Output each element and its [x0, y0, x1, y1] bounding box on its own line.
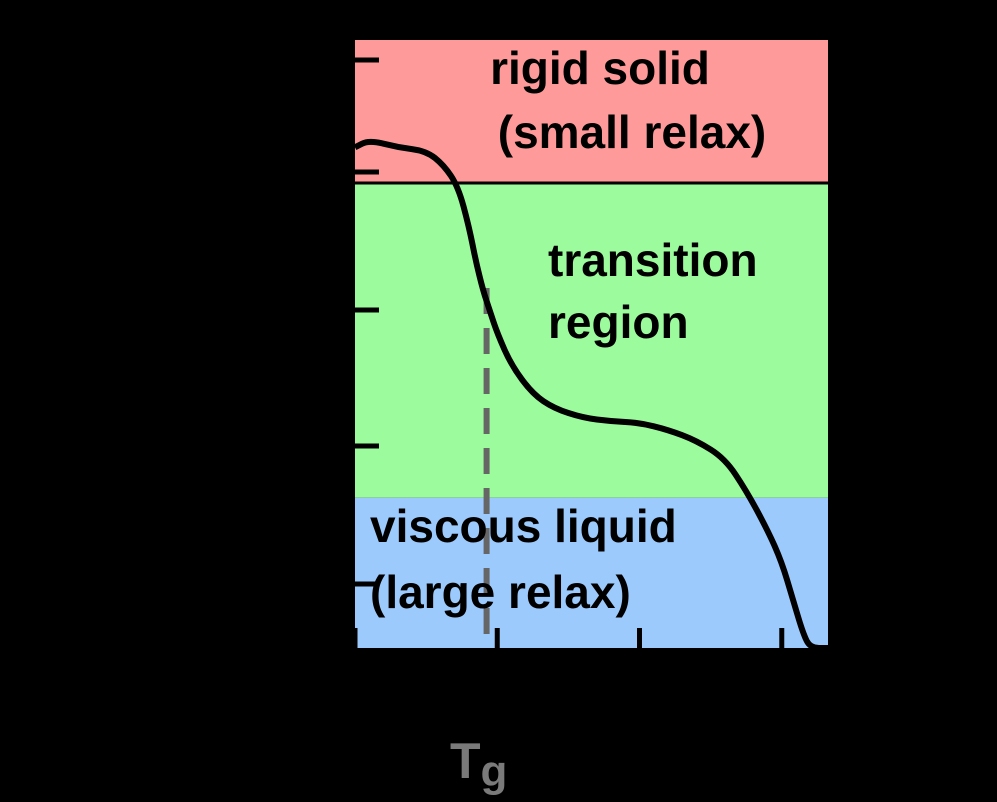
y-axis-title-line2: in MPa	[18, 201, 160, 250]
x-tick-label: 140	[605, 664, 682, 716]
y-tick-exponent: -3	[279, 554, 309, 592]
y-tick-label: 105	[228, 30, 298, 92]
x-tick-label: 180	[747, 664, 824, 716]
modulus-curve	[353, 138, 828, 651]
tg-label: Tg	[450, 733, 507, 796]
y-tick-base: 10	[228, 426, 279, 478]
y-tick-label: 10-1	[228, 416, 309, 478]
region-viscous-line1: viscous liquid	[370, 500, 677, 552]
region-rigid-line1: rigid solid	[490, 42, 710, 94]
y-tick-base: 10	[228, 152, 279, 204]
region-viscous-liquid	[355, 497, 828, 648]
tg-label-sub: g	[481, 747, 508, 796]
y-tick-base: 10	[228, 40, 279, 92]
y-tick-exponent: 5	[279, 30, 298, 68]
x-axis-title: T(°C)	[848, 661, 954, 710]
curve-layer	[353, 138, 828, 651]
regions	[355, 40, 828, 648]
x-tick-label: 100	[463, 664, 540, 716]
region-viscous-line2: (large relax)	[370, 566, 631, 618]
y-tick-exponent: 3	[279, 142, 298, 180]
y-tick-label: 10-3	[228, 554, 309, 616]
region-transition-line2: region	[548, 296, 689, 348]
y-tick-base: 10	[228, 290, 279, 342]
y-tick-exponent: 1	[279, 280, 298, 318]
y-tick-label: 101	[228, 280, 298, 342]
y-axis-title-line1: Er(10s)	[0, 116, 149, 165]
y-tick-label: 103	[228, 142, 298, 204]
y-tick-exponent: -1	[279, 416, 309, 454]
region-transition	[355, 183, 828, 498]
tg-label-main: T	[450, 733, 481, 789]
y-tick-base: 10	[228, 564, 279, 616]
x-tick-label: 60	[333, 664, 384, 716]
region-transition-line1: transition	[548, 234, 758, 286]
region-rigid-line2: (small relax)	[498, 106, 766, 158]
